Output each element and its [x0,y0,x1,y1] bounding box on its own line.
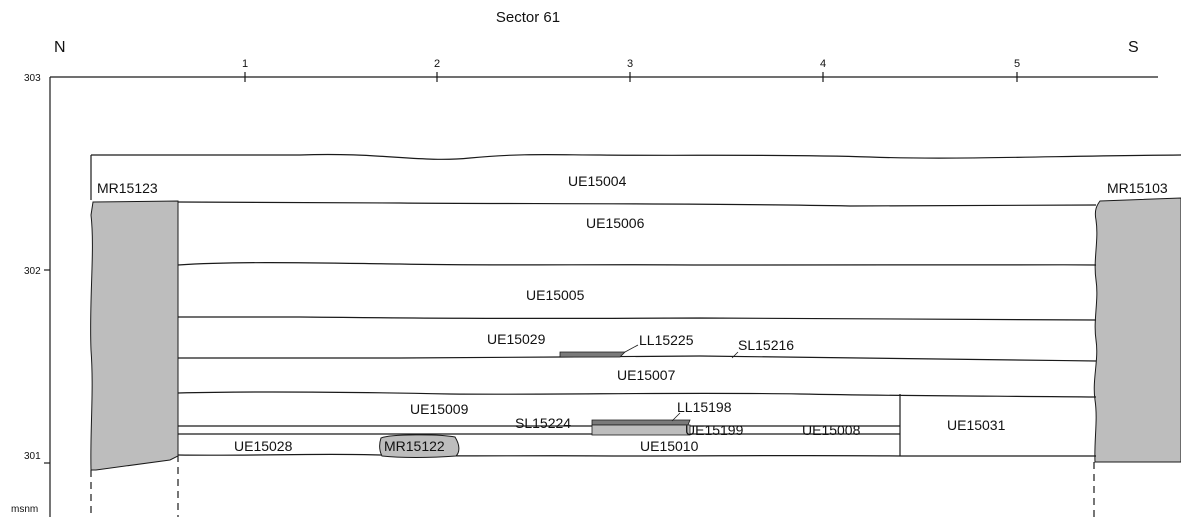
north-label: N [54,39,66,56]
label-sl15224: SL15224 [515,415,571,431]
label-ll15225: LL15225 [639,332,694,348]
label-sl15216: SL15216 [738,337,794,353]
scale-label-4: 4 [820,58,826,70]
section-title: Sector 61 [496,9,560,26]
wall-mr15123 [90,200,179,471]
label-ll15198: LL15198 [677,399,732,415]
label-mr15122: MR15122 [384,438,445,454]
strata-boundaries [177,201,1097,457]
label-ue15009: UE15009 [410,401,469,417]
label-ue15008: UE15008 [802,422,861,438]
label-ue15031: UE15031 [947,417,1006,433]
label-ue15028: UE15028 [234,438,293,454]
label-ue15199: UE15199 [685,422,744,438]
south-label: S [1128,39,1139,56]
label-ue15006: UE15006 [586,215,645,231]
elevation-unit: msnm [11,504,38,515]
feature-ue15199-fill [591,424,691,436]
elevation-label-302: 302 [24,266,41,277]
label-ue15004: UE15004 [568,173,627,189]
leader-ll15225 [624,344,639,353]
scale-label-3: 3 [627,58,633,70]
scale-label-2: 2 [434,58,440,70]
label-ue15010: UE15010 [640,438,699,454]
label-ue15005: UE15005 [526,287,585,303]
trench-outline [90,153,1181,517]
horizontal-scale: 1 2 3 4 5 [50,58,1158,82]
leader-sl15216 [731,351,739,359]
label-mr15123: MR15123 [97,180,158,196]
feature-ll15225 [559,351,626,358]
label-ue15029: UE15029 [487,331,546,347]
elevation-scale: 303 302 301 msnm [11,73,51,517]
scale-label-5: 5 [1014,58,1020,70]
label-mr15103: MR15103 [1107,180,1168,196]
scale-label-1: 1 [242,58,248,70]
leader-ll15198 [671,412,681,422]
feature-ll15198 [591,419,691,426]
elevation-label-301: 301 [24,451,41,462]
wall-mr15122 [379,434,460,458]
elevation-label-303: 303 [24,73,41,84]
wall-mr15103 [1093,197,1181,463]
label-ue15007: UE15007 [617,367,676,383]
